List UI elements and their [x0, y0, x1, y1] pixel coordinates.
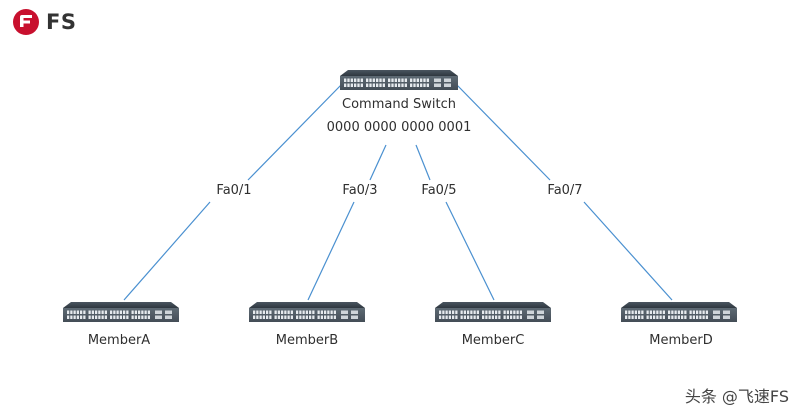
command-switch-icon	[340, 70, 458, 90]
port-label-fa0-3: Fa0/3	[342, 183, 378, 198]
port-label-fa0-7: Fa0/7	[547, 183, 583, 198]
port-label-fa0-1: Fa0/1	[216, 183, 252, 198]
port-label-fa0-5: Fa0/5	[421, 183, 457, 198]
link-line-3-2	[445, 201, 495, 301]
command-switch-name: Command Switch	[342, 97, 456, 112]
link-line-1-2	[123, 201, 211, 301]
link-line-2-1	[369, 144, 387, 181]
watermark-text: 头条 @飞速FS	[684, 387, 789, 406]
member-label-b: MemberB	[275, 333, 339, 348]
member-label-c: MemberC	[461, 333, 525, 348]
member-c-switch-icon	[435, 302, 551, 322]
switch-devices	[63, 70, 737, 322]
brand-logo-text: FS	[46, 10, 77, 34]
member-label-d: MemberD	[649, 333, 713, 348]
command-switch-mac: 0000 0000 0000 0001	[326, 120, 472, 135]
link-line-4-2	[583, 201, 673, 301]
link-line-3-1	[415, 144, 431, 181]
member-label-a: MemberA	[87, 333, 151, 348]
link-line-1-1	[247, 83, 343, 181]
fs-logo-icon	[13, 9, 39, 35]
member-b-switch-icon	[249, 302, 365, 322]
member-a-switch-icon	[63, 302, 179, 322]
member-d-switch-icon	[621, 302, 737, 322]
link-lines	[123, 83, 673, 301]
link-line-2-2	[307, 201, 355, 301]
link-line-4-1	[455, 83, 551, 181]
